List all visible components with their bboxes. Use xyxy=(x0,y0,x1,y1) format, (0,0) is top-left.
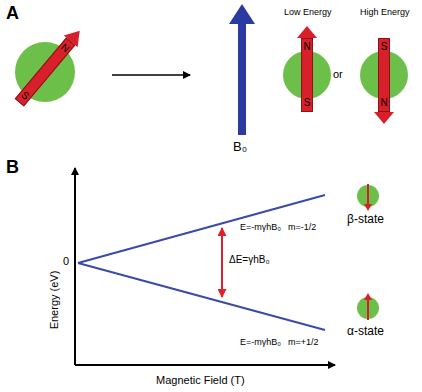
beta-nucleus xyxy=(357,185,379,207)
pole-letter: S xyxy=(302,98,312,108)
state-label: Low Energy xyxy=(284,8,332,18)
x-axis xyxy=(75,364,335,366)
field-arrow xyxy=(238,22,246,135)
moment-arrowhead xyxy=(297,26,317,38)
pole-letter: N xyxy=(379,98,389,108)
pole-letter: S xyxy=(379,42,389,52)
energy-gap-arrow xyxy=(221,228,223,297)
energy-formula: E=-mγhB₀ xyxy=(240,223,281,233)
panel-label: A xyxy=(6,4,19,24)
beta-level xyxy=(78,195,325,263)
axis-title: Energy (eV) xyxy=(48,271,60,330)
beta-moment xyxy=(367,184,369,206)
state-label: α-state xyxy=(347,325,384,338)
spin-number: m=+1/2 xyxy=(288,338,319,348)
field-label: B₀ xyxy=(233,140,247,154)
alpha-nucleus xyxy=(357,297,379,319)
spin-number: m=-1/2 xyxy=(288,223,316,233)
y-axis xyxy=(74,168,76,365)
axis-title: Magnetic Field (T) xyxy=(156,374,245,386)
bar-magnet: NS xyxy=(301,38,313,112)
moment-arrowhead xyxy=(374,112,394,124)
energy-formula: E=-mγhB₀ xyxy=(240,338,281,348)
beta-arrowhead xyxy=(364,204,372,211)
panel-label: B xyxy=(6,158,19,178)
pole-letter: S xyxy=(18,89,32,103)
pole-letter: N xyxy=(58,41,72,55)
field-arrowhead xyxy=(229,4,255,24)
energy-gap-label: ΔE=γhB₀ xyxy=(229,254,270,265)
state-label: β-state xyxy=(347,213,384,226)
alpha-arrowhead xyxy=(364,293,372,300)
state-label: High Energy xyxy=(360,8,410,18)
conjunction: or xyxy=(333,68,343,80)
bar-magnet: SN xyxy=(378,38,390,112)
origin-label: 0 xyxy=(63,255,69,267)
alpha-moment xyxy=(367,298,369,320)
transition-arrow xyxy=(112,74,190,76)
pole-letter: N xyxy=(302,42,312,52)
alpha-level xyxy=(78,263,325,330)
